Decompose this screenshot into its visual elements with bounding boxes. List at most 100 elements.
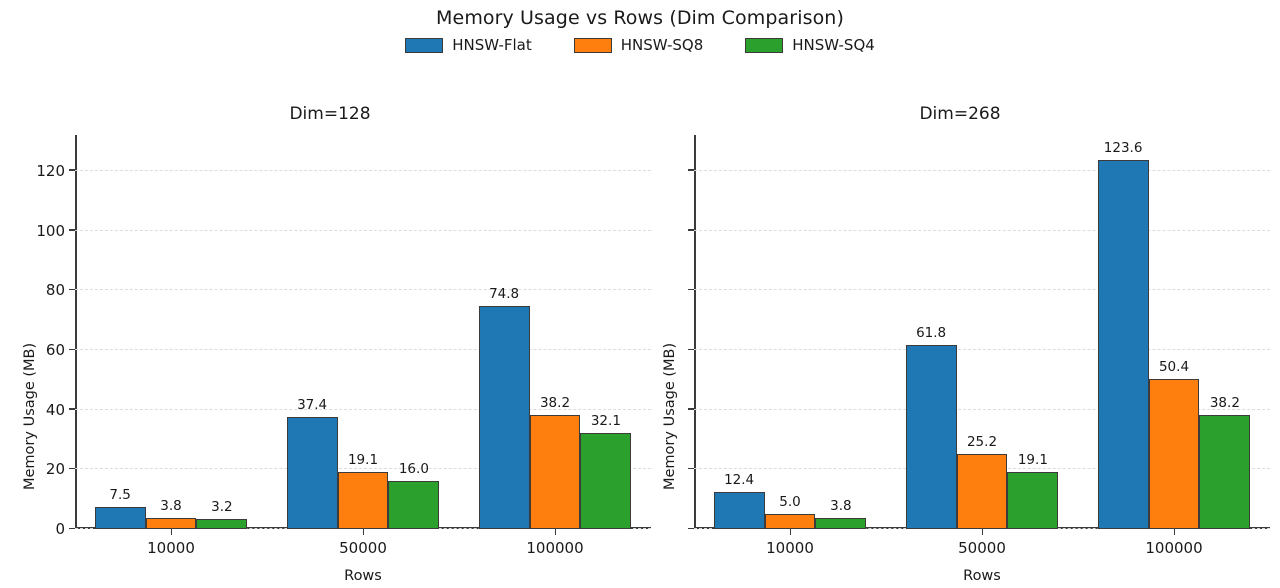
bar-value-label: 37.4 [297, 397, 328, 414]
bar [388, 481, 440, 529]
subplot-dim-128: Dim=128 Memory Usage (MB) 0 20 40 60 80 100 12… [0, 100, 660, 588]
x-tick-mark [1174, 529, 1176, 535]
gridline [75, 348, 651, 350]
y-axis-label: Memory Usage (MB) [662, 342, 678, 490]
y-tick-label: 60 [45, 340, 65, 359]
y-tick-label: 120 [36, 161, 65, 180]
bar [529, 414, 581, 529]
bar [1007, 472, 1059, 529]
x-tick-mark [790, 529, 792, 535]
subplot-title: Dim=128 [289, 104, 371, 124]
bar [337, 472, 389, 529]
legend-swatch-icon [405, 37, 444, 53]
x-tick-mark [171, 529, 173, 535]
legend-label: HNSW-SQ4 [792, 36, 875, 54]
y-tick-label: 20 [45, 460, 65, 479]
bar-value-label: 61.8 [916, 324, 947, 341]
bar [286, 417, 338, 529]
subplot-title: Dim=268 [919, 104, 1001, 124]
x-tick-label: 100000 [526, 539, 584, 557]
bar [956, 453, 1008, 529]
y-tick-mark [69, 408, 75, 410]
legend-item[interactable]: HNSW-Flat [405, 36, 532, 54]
y-tick-mark [688, 169, 694, 171]
bar-value-label: 3.2 [211, 499, 233, 516]
x-tick-mark [555, 529, 557, 535]
gridline [75, 468, 651, 470]
gridline [75, 229, 651, 231]
y-tick-label: 40 [45, 400, 65, 419]
bar [764, 514, 816, 529]
y-tick-mark [69, 348, 75, 350]
bar [1148, 378, 1200, 529]
legend-label: HNSW-Flat [452, 36, 532, 54]
y-tick-mark [688, 408, 694, 410]
y-axis-spine [694, 135, 696, 529]
x-tick-label: 100000 [1145, 539, 1203, 557]
legend-swatch-icon [573, 37, 612, 53]
bar [94, 506, 146, 529]
gridline [694, 289, 1270, 291]
y-axis-label: Memory Usage (MB) [22, 342, 38, 490]
y-tick-mark [688, 527, 694, 529]
legend-label: HNSW-SQ8 [620, 36, 704, 54]
bar [196, 519, 248, 529]
y-tick-mark [69, 169, 75, 171]
bar [713, 492, 765, 529]
y-tick-mark [688, 229, 694, 231]
y-tick-mark [69, 467, 75, 470]
y-axis-spine [75, 135, 77, 529]
bar-value-label: 74.8 [489, 285, 520, 302]
x-tick-label: 10000 [766, 539, 814, 557]
legend-item[interactable]: HNSW-SQ4 [745, 36, 875, 54]
bar [1199, 414, 1251, 529]
bar-value-label: 38.2 [539, 394, 571, 411]
bar-value-label: 123.6 [1103, 140, 1143, 157]
gridline [694, 348, 1270, 350]
x-tick-mark [982, 529, 984, 535]
legend-swatch-icon [745, 37, 784, 53]
y-tick-mark [688, 348, 694, 350]
gridline [694, 169, 1270, 171]
bar [478, 305, 530, 529]
chart-legend: HNSW-Flat HNSW-SQ8 HNSW-SQ4 [0, 36, 1280, 54]
y-tick-mark [69, 527, 75, 529]
bar-value-label: 19.1 [347, 452, 379, 468]
bar-value-label: 19.1 [1017, 452, 1048, 468]
plot-area: 0 20 40 60 80 100 120 10000 7.5 3.8 3.2 50000 37.4 19… [36, 135, 651, 557]
x-tick-label: 50000 [339, 539, 387, 557]
y-tick-label: 80 [45, 281, 65, 300]
y-tick-label: 0 [55, 520, 65, 538]
y-tick-mark [69, 229, 75, 231]
bar [145, 517, 197, 529]
bar [815, 517, 867, 529]
bar-value-label: 7.5 [109, 486, 131, 503]
x-axis-label: Rows [344, 568, 382, 584]
bar-value-label: 16.0 [398, 461, 429, 478]
legend-item[interactable]: HNSW-SQ8 [573, 36, 704, 54]
gridline [694, 229, 1270, 231]
bar-value-label: 25.2 [966, 433, 998, 450]
bar-value-label: 3.8 [830, 497, 852, 514]
figure-title: Memory Usage vs Rows (Dim Comparison) [436, 7, 844, 29]
bar [580, 433, 632, 529]
x-axis-label: Rows [963, 568, 1001, 584]
bar-value-label: 38.2 [1209, 394, 1240, 411]
x-tick-label: 10000 [147, 539, 195, 557]
bar [905, 344, 957, 529]
bar-value-label: 3.8 [160, 497, 182, 514]
y-tick-mark [688, 288, 694, 291]
bar [1097, 160, 1149, 529]
y-tick-label: 100 [36, 221, 65, 240]
gridline [694, 408, 1270, 410]
gridline [75, 289, 651, 291]
y-tick-mark [688, 467, 694, 470]
y-tick-mark [69, 288, 75, 291]
bar-value-label: 5.0 [779, 494, 801, 511]
bar-value-label: 32.1 [590, 413, 621, 430]
gridline [75, 169, 651, 171]
bar-value-label: 50.4 [1158, 358, 1190, 375]
